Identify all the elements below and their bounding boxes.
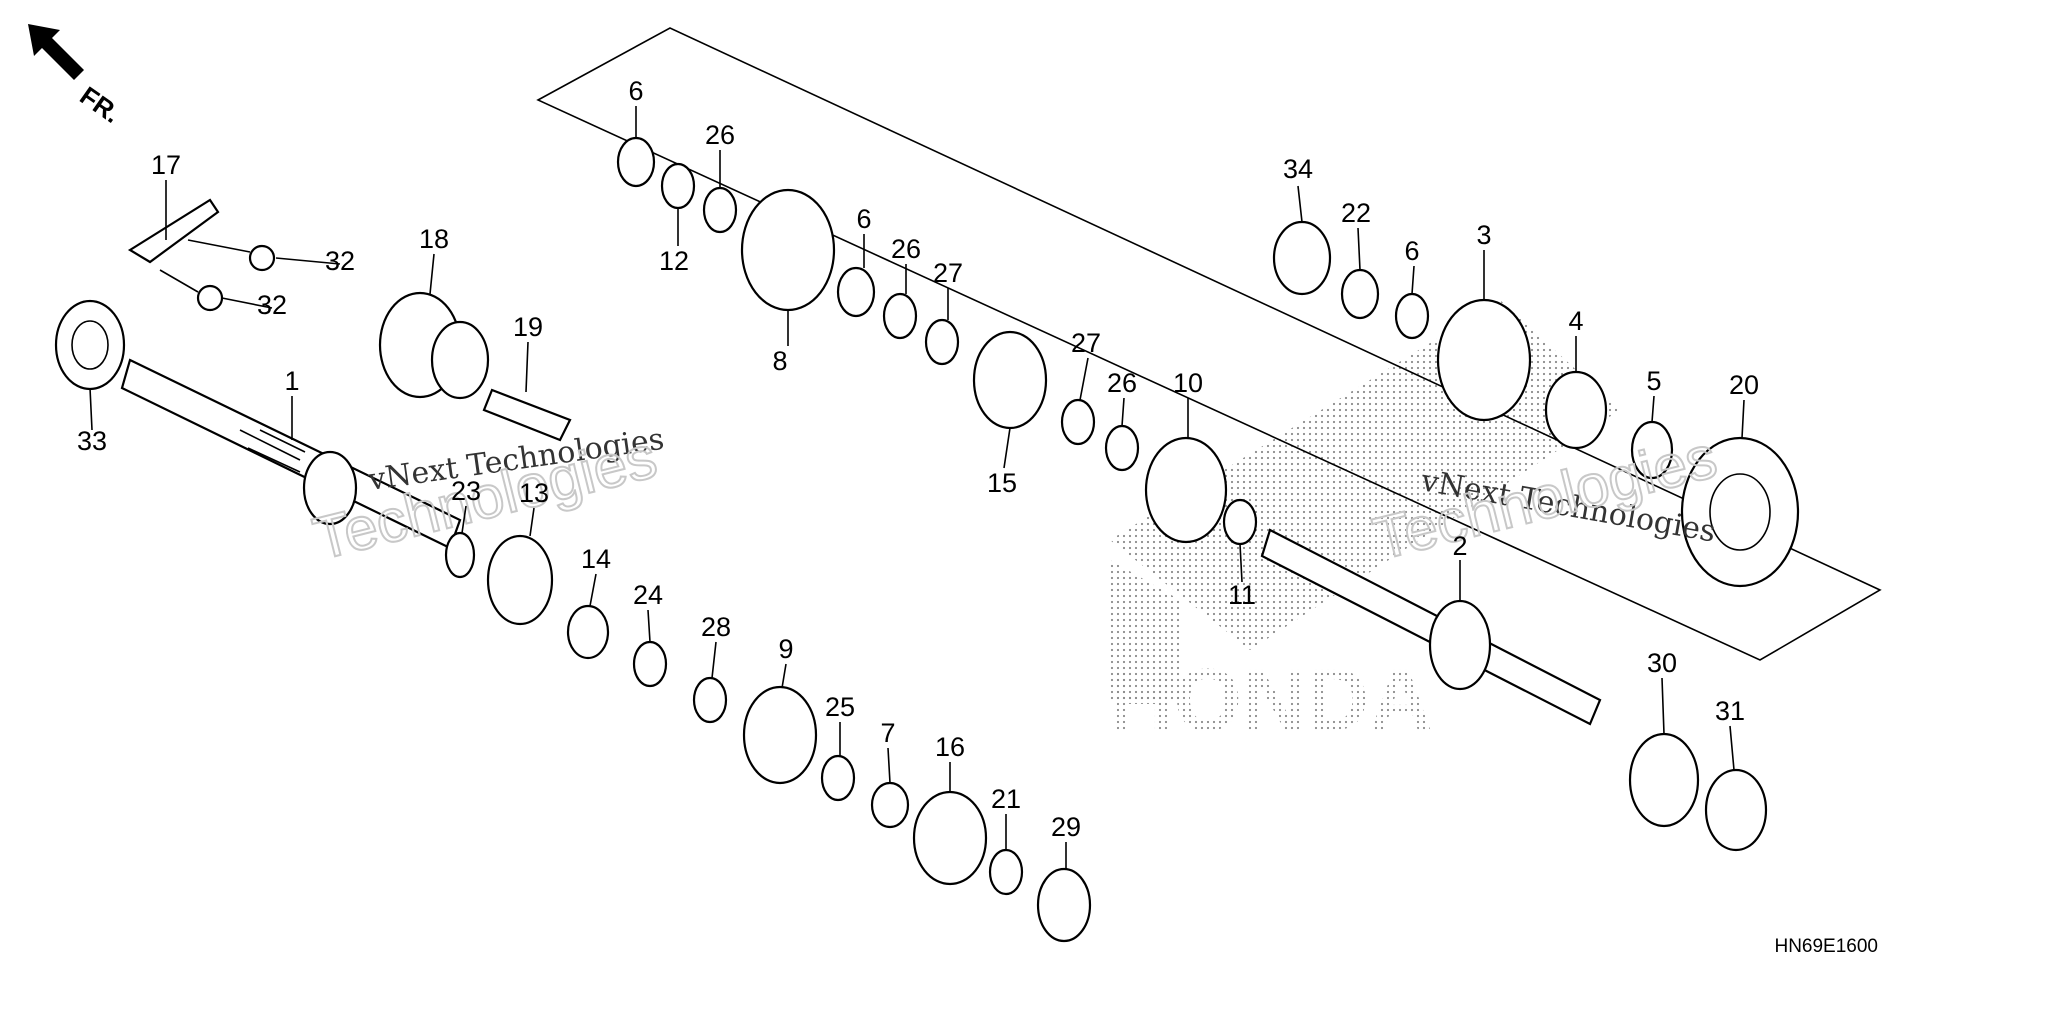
callout-30: 30 bbox=[1647, 648, 1677, 678]
front-direction-label: FR. bbox=[75, 80, 127, 129]
callout-31: 31 bbox=[1715, 696, 1745, 726]
part-18-gear-inner bbox=[430, 320, 490, 400]
callout-20: 20 bbox=[1729, 370, 1759, 400]
part-26-circlip-b bbox=[882, 292, 918, 340]
diagram-reference-code: HN69E1600 bbox=[1774, 936, 1878, 957]
mainshaft-assembly bbox=[54, 299, 462, 550]
callout-6-a: 6 bbox=[628, 76, 643, 106]
callout-29: 29 bbox=[1051, 812, 1081, 842]
callout-25: 25 bbox=[825, 692, 855, 722]
part-26-circlip-a bbox=[702, 186, 738, 234]
part-22-washer bbox=[1340, 268, 1380, 320]
callout-24: 24 bbox=[633, 580, 663, 610]
callout-27-b: 27 bbox=[1071, 328, 1101, 358]
part-7-bushing bbox=[870, 781, 910, 829]
part-27-washer-a bbox=[924, 318, 960, 366]
part-34-bearing bbox=[1272, 220, 1332, 296]
callout-28: 28 bbox=[701, 612, 731, 642]
part-17-setting-plate bbox=[127, 198, 276, 312]
part-12-washer bbox=[660, 162, 696, 210]
callout-27-a: 27 bbox=[933, 258, 963, 288]
callout-15: 15 bbox=[987, 468, 1017, 498]
callout-13: 13 bbox=[519, 478, 549, 508]
part-32-bolt-lower bbox=[196, 284, 224, 312]
callout-5: 5 bbox=[1646, 366, 1661, 396]
part-14-bushing bbox=[566, 604, 610, 660]
callout-17: 17 bbox=[151, 150, 181, 180]
part-29-bearing bbox=[1036, 867, 1092, 943]
callout-12: 12 bbox=[659, 246, 689, 276]
part-15-gear bbox=[972, 330, 1048, 430]
front-direction-arrow: FR. bbox=[28, 24, 126, 129]
callout-32-lower: 32 bbox=[257, 290, 287, 320]
part-19-pin bbox=[482, 388, 572, 442]
part-30-bearing bbox=[1628, 732, 1700, 828]
part-25-washer bbox=[820, 754, 856, 802]
part-28-circlip bbox=[692, 676, 728, 724]
part-10-gear bbox=[1144, 436, 1228, 544]
part-31-oil-seal bbox=[1704, 768, 1768, 852]
callout-2: 2 bbox=[1452, 531, 1467, 561]
callout-7: 7 bbox=[880, 718, 895, 748]
part-callouts: 1 2 3 4 5 6 6 6 6 7 8 9 10 11 12 13 14 1… bbox=[77, 76, 1759, 842]
part-33-bearing bbox=[54, 299, 126, 391]
part-3-gear bbox=[1436, 298, 1532, 422]
callout-6-c: 6 bbox=[1404, 236, 1419, 266]
part-20-gear bbox=[1680, 436, 1800, 588]
part-9-gear bbox=[742, 685, 818, 785]
callout-3: 3 bbox=[1476, 220, 1491, 250]
callout-leader-lines bbox=[89, 106, 1745, 869]
part-11-bushing bbox=[1222, 498, 1258, 546]
part-6-bushing-b bbox=[836, 266, 876, 318]
callout-26-a: 26 bbox=[705, 120, 735, 150]
part-24-washer bbox=[632, 640, 668, 688]
callout-26-b: 26 bbox=[891, 234, 921, 264]
part-6-bushing-c bbox=[1394, 292, 1430, 340]
part-23-ring bbox=[444, 531, 476, 579]
honda-logo-text: HONDA bbox=[1110, 650, 1433, 749]
callout-18: 18 bbox=[419, 224, 449, 254]
callout-11: 11 bbox=[1228, 580, 1256, 610]
callout-21: 21 bbox=[991, 784, 1021, 814]
part-13-gear bbox=[486, 534, 554, 626]
callout-23: 23 bbox=[451, 476, 481, 506]
callout-1: 1 bbox=[284, 366, 299, 396]
callout-26-c: 26 bbox=[1107, 368, 1137, 398]
callout-9: 9 bbox=[778, 634, 793, 664]
part-32-bolt-upper bbox=[248, 244, 276, 272]
callout-10: 10 bbox=[1173, 368, 1203, 398]
part-27-washer-b bbox=[1060, 398, 1096, 446]
part-16-gear bbox=[912, 790, 988, 886]
callout-33: 33 bbox=[77, 426, 107, 456]
part-8-gear bbox=[740, 188, 836, 312]
part-21-washer bbox=[988, 848, 1024, 896]
callout-4: 4 bbox=[1568, 306, 1583, 336]
callout-32-upper: 32 bbox=[325, 246, 355, 276]
countershaft-gear bbox=[1428, 599, 1492, 691]
callout-16: 16 bbox=[935, 732, 965, 762]
part-4-hub bbox=[1544, 370, 1608, 450]
part-26-circlip-c bbox=[1104, 424, 1140, 472]
callout-19: 19 bbox=[513, 312, 543, 342]
callout-34: 34 bbox=[1283, 154, 1313, 184]
callout-8: 8 bbox=[772, 346, 787, 376]
callout-22: 22 bbox=[1341, 198, 1371, 228]
callout-6-b: 6 bbox=[856, 204, 871, 234]
mainshaft-gear bbox=[302, 450, 358, 526]
sub-assembly-outline bbox=[536, 27, 1882, 661]
callout-14: 14 bbox=[581, 544, 611, 574]
part-6-bushing-a bbox=[616, 136, 656, 188]
